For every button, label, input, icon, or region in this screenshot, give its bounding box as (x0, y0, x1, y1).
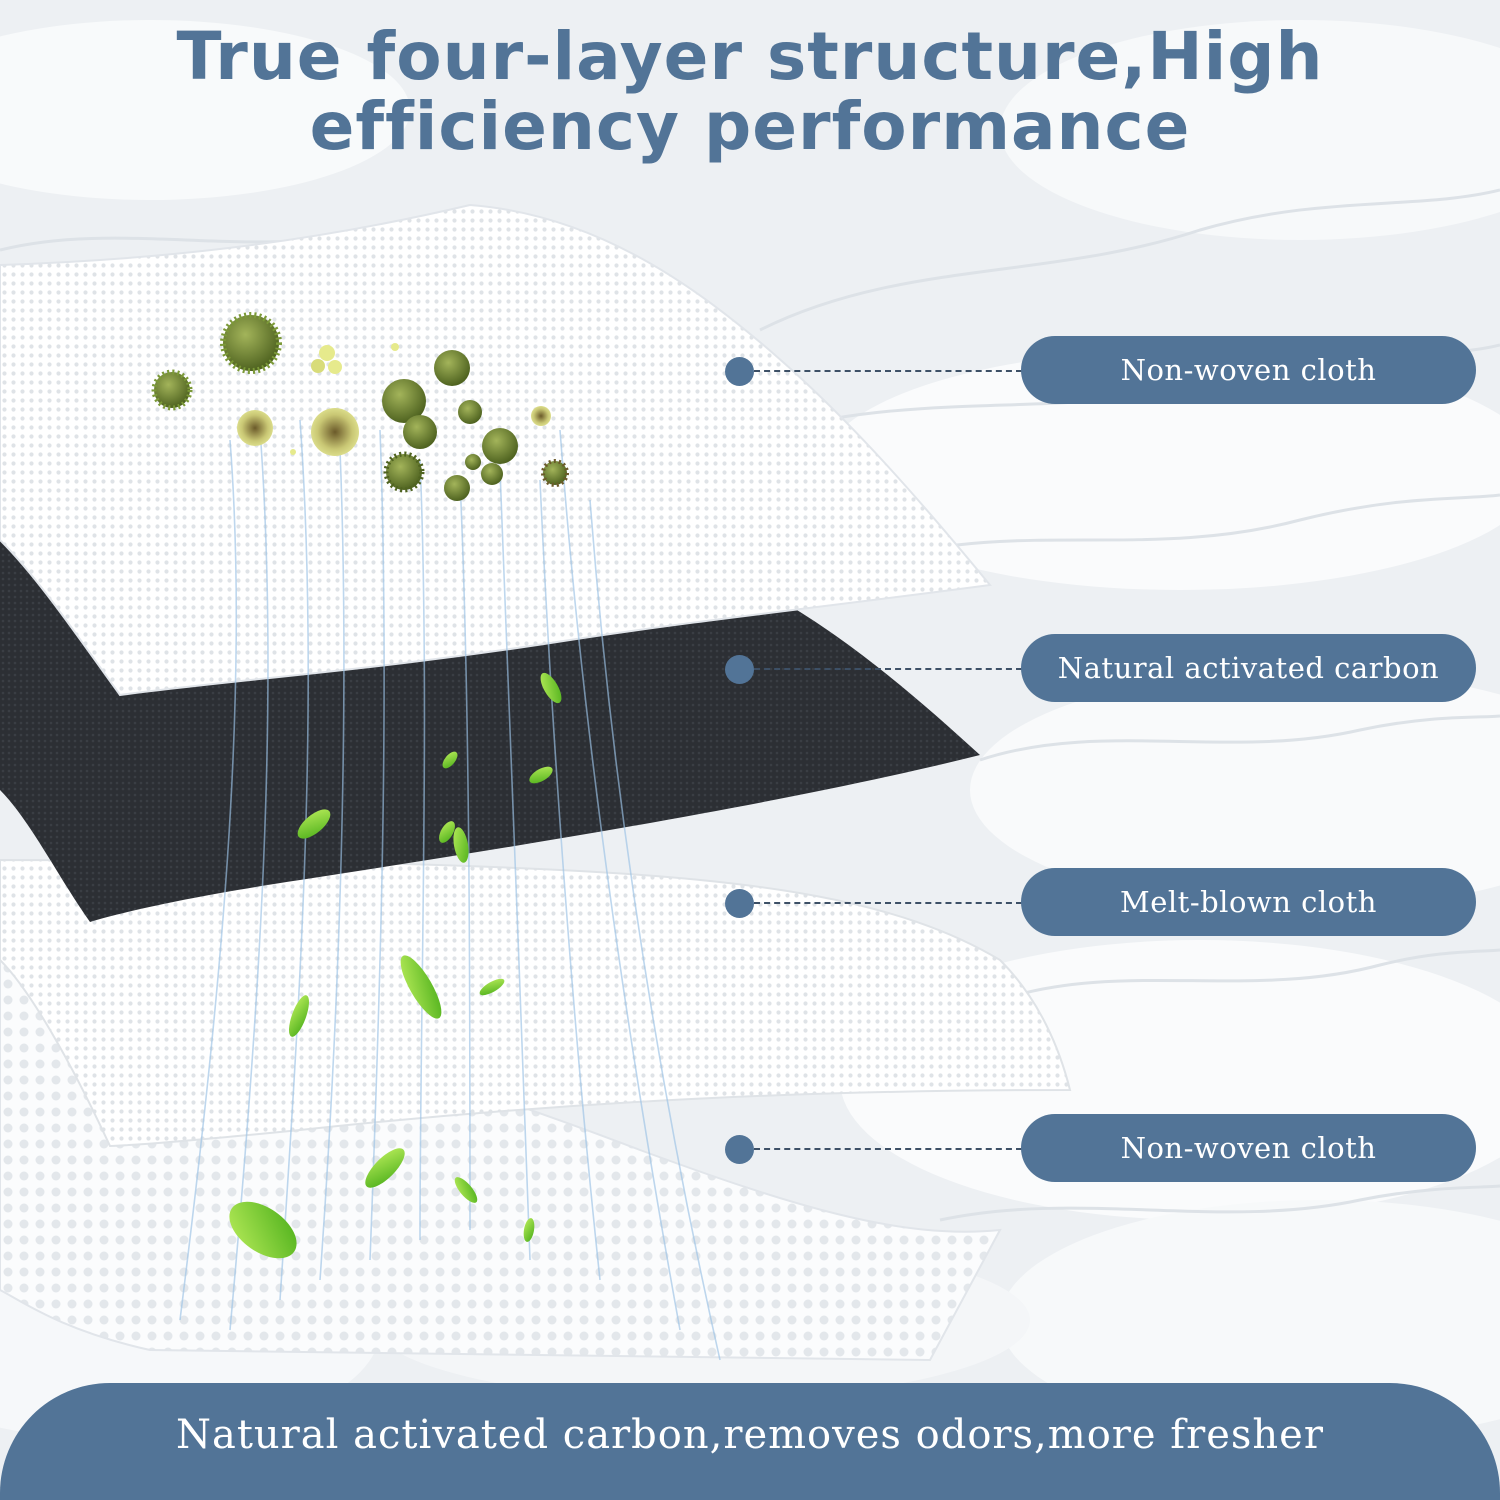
headline-line-2: efficiency performance (309, 88, 1191, 165)
layer-label-pill: Natural activated carbon (1021, 634, 1476, 702)
airflow-lines (179, 419, 721, 1361)
callout-dot (725, 889, 754, 918)
layer-label-pill: Non-woven cloth (1021, 336, 1476, 404)
layer-label-pill: Melt-blown cloth (1021, 868, 1476, 936)
layer-label-activated-carbon: Natural activated carbon (1057, 651, 1440, 685)
callout-dot (725, 1135, 754, 1164)
layer-label-non-woven-top: Non-woven cloth (1120, 353, 1377, 387)
layer-callout-3: Melt-blown cloth (0, 868, 1500, 938)
callout-leader-line (754, 370, 1022, 372)
callout-leader-line (754, 902, 1022, 904)
green-leaves (229, 672, 562, 1259)
layer-label-melt-blown: Melt-blown cloth (1120, 885, 1377, 919)
callout-dot (725, 655, 754, 684)
headline-line-1: True four-layer structure,High (176, 18, 1324, 95)
germ-particles (151, 312, 569, 501)
layer-label-non-woven-bottom: Non-woven cloth (1120, 1131, 1377, 1165)
layer-callout-4: Non-woven cloth (0, 1114, 1500, 1184)
layer-label-pill: Non-woven cloth (1021, 1114, 1476, 1182)
page-headline: True four-layer structure,High efficienc… (0, 22, 1500, 162)
callout-leader-line (754, 668, 1022, 670)
layer-melt-blown (0, 859, 1072, 1148)
callout-leader-line (754, 1148, 1022, 1150)
layer-callout-2: Natural activated carbon (0, 634, 1500, 704)
bottom-banner: Natural activated carbon,removes odors,m… (0, 1383, 1500, 1500)
callout-dot (725, 357, 754, 386)
banner-text: Natural activated carbon,removes odors,m… (176, 1411, 1324, 1458)
layer-callout-1: Non-woven cloth (0, 336, 1500, 406)
